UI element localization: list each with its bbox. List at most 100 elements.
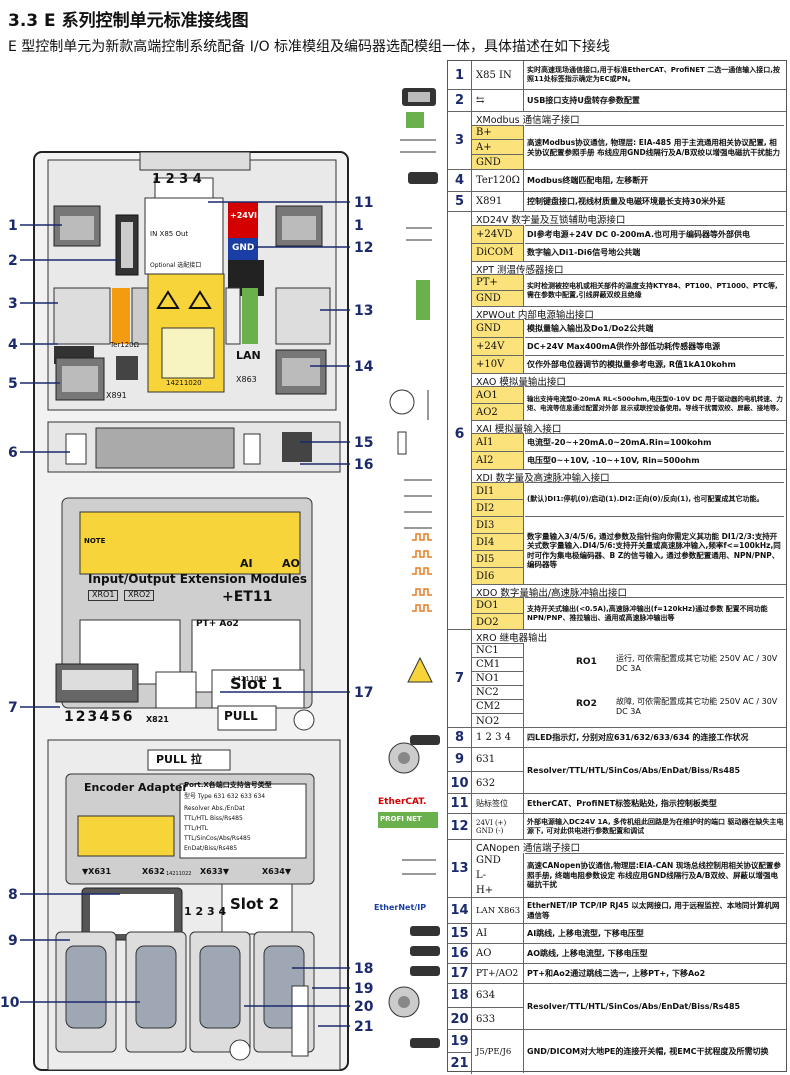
callout-17: 17 <box>354 685 374 701</box>
pull2-label: PULL 拉 <box>156 753 202 766</box>
desc-xpt: 实时检测被控电机或相关部件的温度支持KTY84、PT100、PT1000、PTC… <box>525 274 784 306</box>
term-10v: +10V <box>472 355 524 373</box>
table-row-18-20: 18 20 634 633 Resolver/TTL/HTL/SinCos/Ab… <box>448 983 786 1030</box>
section-header-xao: XAO 模拟量输出接口 <box>472 373 786 388</box>
label-24vi: +24VI <box>230 211 258 220</box>
term-nc2: NC2 <box>472 685 524 699</box>
term-ai1: AI1 <box>472 433 524 451</box>
row-num: 12 <box>448 814 472 839</box>
row-term: X891 <box>472 192 524 211</box>
row-num: 8 <box>448 728 472 747</box>
enc-r1: Resolver Abs./EnDat <box>184 805 245 812</box>
desc-ro1: 运行, 可依需配置成其它功能 250V AC / 30V DC 3A <box>616 654 778 673</box>
section-header-xai: XAI 模拟量输入接口 <box>472 420 786 435</box>
io-xro2: XRO2 <box>124 590 155 601</box>
table-row-19-21: 19 21 J5/PE/J6 GND/DICOM对大地PE的连接开关帽, 视EM… <box>448 1029 786 1074</box>
desc-di12: (默认)DI1:停机(0)/启动(1).DI2:正向(0)/反向(1), 也可配… <box>525 482 784 516</box>
term-pt: PT+ <box>472 274 524 290</box>
row-desc: GND/DICOM对大地PE的连接开关帽, 视EMC干扰程度及所需切换 <box>527 1046 769 1056</box>
term-can-l: L- <box>472 868 524 883</box>
section-header-xpt: XPT 测温传感器接口 <box>472 261 786 276</box>
term-gnd3: GND <box>472 319 524 337</box>
digits-label: 123456 <box>64 709 135 725</box>
term-gnd2: GND <box>472 290 524 306</box>
term-631: 631 <box>472 748 524 771</box>
enc-x631: ▼X631 <box>82 867 112 876</box>
enc-x632: X632 <box>142 867 165 876</box>
table-row-7: 7 XRO 继电器输出 NC1 CM1 NO1 NC2 CM2 NO2 RO1 … <box>448 629 786 728</box>
table-row-3: 3 XModbus 通信端子接口 B+ A+ GND 高速Modbus协议通信,… <box>448 111 786 170</box>
row-desc: AI跳线, 上移电流型, 下移电压型 <box>527 928 644 938</box>
row-desc: 外部电源输入DC24V 1A, 多传机组此回路是为在维护时的端口 驱动器在缺失主… <box>527 817 784 835</box>
row-desc: PT+和Ao2通过跳线二选一, 上移PT+, 下移Ao2 <box>527 968 706 978</box>
row-num-9: 9 <box>448 748 472 771</box>
table-row-9-10: 9 10 631 632 Resolver/TTL/HTL/SinCos/Abs… <box>448 747 786 794</box>
table-row-15: 15 AI AI跳线, 上移电流型, 下移电压型 <box>448 923 786 943</box>
row-num-21: 21 <box>448 1052 472 1074</box>
io-title: Input/Output Extension Modules <box>88 572 308 586</box>
callout-12: 12 <box>354 240 374 256</box>
row-desc: USB接口支持U盘转存参数配置 <box>527 95 640 105</box>
row-num: 6 <box>448 212 472 655</box>
row-term: 24VI (+) GND (-) <box>472 814 524 839</box>
page-title: 3.3 E 系列控制单元标准接线图 <box>8 11 249 31</box>
term-ao2: AO2 <box>472 403 524 420</box>
terminal-table: 1 X85 IN 实时高速现场通信接口,用于标准EtherCAT、ProfiNE… <box>447 60 787 1074</box>
callout-14: 14 <box>354 359 374 375</box>
usb-icon: ⇆ <box>472 90 524 111</box>
term-24vd: +24VD <box>472 225 524 243</box>
table-row-5: 5 X891 控制键盘接口,视线材质量及电磁环境最长支持30米外延 <box>448 191 786 211</box>
digits2-label: 1 2 3 4 <box>184 905 227 918</box>
row-term: LAN X863 <box>472 898 524 923</box>
x821-label: X821 <box>146 715 169 724</box>
desc-can: 高速CANopen协议通信,物理层:EIA-CAN 现场总线控制用相关协议配置参… <box>525 853 784 897</box>
desc-xdo: 支持开关式输出(<0.5A),高速脉冲输出(f=120kHz)通过参数 配置不同… <box>525 597 784 630</box>
label-x891: X891 <box>106 391 127 400</box>
callout-9: 9 <box>8 933 18 949</box>
callout-18: 18 <box>354 961 374 977</box>
table-row-2: 2 ⇆ USB接口支持U盘转存参数配置 <box>448 89 786 111</box>
term-ai2: AI2 <box>472 451 524 469</box>
callout-20: 20 <box>354 999 374 1015</box>
row-num: 4 <box>448 170 472 191</box>
section-header-xro: XRO 继电器输出 <box>472 630 786 644</box>
callout-5: 5 <box>8 376 18 392</box>
term-633: 633 <box>472 1007 524 1030</box>
row-term: Ter120Ω <box>472 170 524 191</box>
term-di1: DI1 <box>472 482 524 499</box>
row-term: J5/PE/J6 <box>472 1030 524 1073</box>
section-header-xpw: XPWOut 内部电源输出接口 <box>472 306 786 321</box>
device-outline <box>20 151 350 1071</box>
term-can-h: H+ <box>472 883 524 898</box>
desc-di36: 数字量输入3/4/5/6, 通过参数及指针指向你需定义其功能 DI1/2/3:支… <box>525 516 784 584</box>
desc-ro2: 故障, 可依需配置成其它功能 250V AC / 30V DC 3A <box>616 696 778 716</box>
section-header-xdi: XDI 数字量及高速脉冲输入接口 <box>472 469 786 484</box>
term-do1: DO1 <box>472 597 524 613</box>
table-row-16: 16 AO AO跳线, 上移电流型, 下移电压型 <box>448 943 786 963</box>
row-term: AO <box>472 944 524 963</box>
row-num: 16 <box>448 944 472 963</box>
table-row-13: 13 CANopen 通信端子接口 GND L- H+ 高速CANopen协议通… <box>448 839 786 898</box>
desc-xao: 输出支持电流型0-20mA RL<500ohm,电压型0-10V DC 用于驱动… <box>525 386 784 420</box>
enc-r4: TTL/SinCos/Abs/Rs485 <box>184 835 251 842</box>
term-can-gnd: GND <box>472 853 524 868</box>
table-row-4: 4 Ter120Ω Modbus终端匹配电阻, 左移断开 <box>448 169 786 191</box>
callout-1-left: 1 <box>8 218 18 234</box>
callout-7: 7 <box>8 700 18 716</box>
table-row-11: 11 贴标签位 EtherCAT、ProfiNET标签粘贴处, 指示控制板类型 <box>448 793 786 813</box>
label-lan: LAN <box>236 349 261 362</box>
table-row-17: 17 PT+/AO2 PT+和Ao2通过跳线二选一, 上移PT+, 下移Ao2 <box>448 963 786 983</box>
row-term: 1 2 3 4 <box>472 728 524 747</box>
term-24v: +24V <box>472 337 524 355</box>
io-code: 14211051 <box>232 675 268 683</box>
page-subtitle: E 型控制单元为新款高端控制系统配备 I/O 标准模组及编码器选配模组一体，具体… <box>8 39 611 55</box>
term-ao1: AO1 <box>472 386 524 403</box>
section-header-xdo: XDO 数字量输出/高速脉冲输出接口 <box>472 584 786 599</box>
callout-13: 13 <box>354 303 374 319</box>
io-ao: AO <box>282 557 300 570</box>
desc-24v: DC+24V Max400mA供作外部低功耗传感器等电源 <box>525 337 784 355</box>
ro1-label: RO1 <box>576 657 597 667</box>
label-x863: X863 <box>236 375 257 384</box>
logo-profinet: PROFI NET <box>380 815 422 823</box>
label-ter120: Ter120Ω <box>110 341 139 349</box>
